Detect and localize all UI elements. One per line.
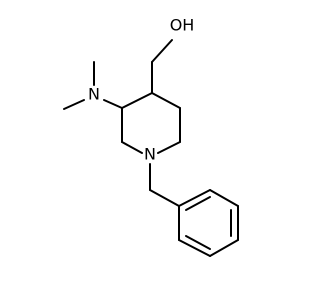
hydroxyl-label: OH: [170, 16, 195, 35]
bond-ch2-oh: [151, 39, 173, 63]
bond-c4-c3: [121, 92, 153, 109]
ring-nitrogen-label: N: [144, 145, 156, 164]
bond-c2-n1: [121, 141, 143, 154]
bond-ph-b-c: [209, 189, 239, 207]
bond-n-me-left: [63, 99, 85, 110]
bond-benzyl-ch2-ring: [149, 189, 180, 207]
aromatic-double-bond-1: [185, 196, 211, 211]
bond-c5-c4: [151, 92, 181, 109]
aromatic-double-bond-3: [185, 235, 211, 250]
bond-ph-e-f: [178, 239, 211, 257]
molecule-svg: OH N N: [63, 16, 239, 257]
amine-nitrogen-label: N: [88, 85, 100, 104]
bond-c3-n: [103, 99, 123, 109]
molecule-structure: OH N N: [63, 15, 239, 257]
bond-ph-a-b: [178, 189, 211, 207]
bond-n1-c6: [157, 141, 181, 154]
bond-ph-d-e: [209, 239, 239, 257]
